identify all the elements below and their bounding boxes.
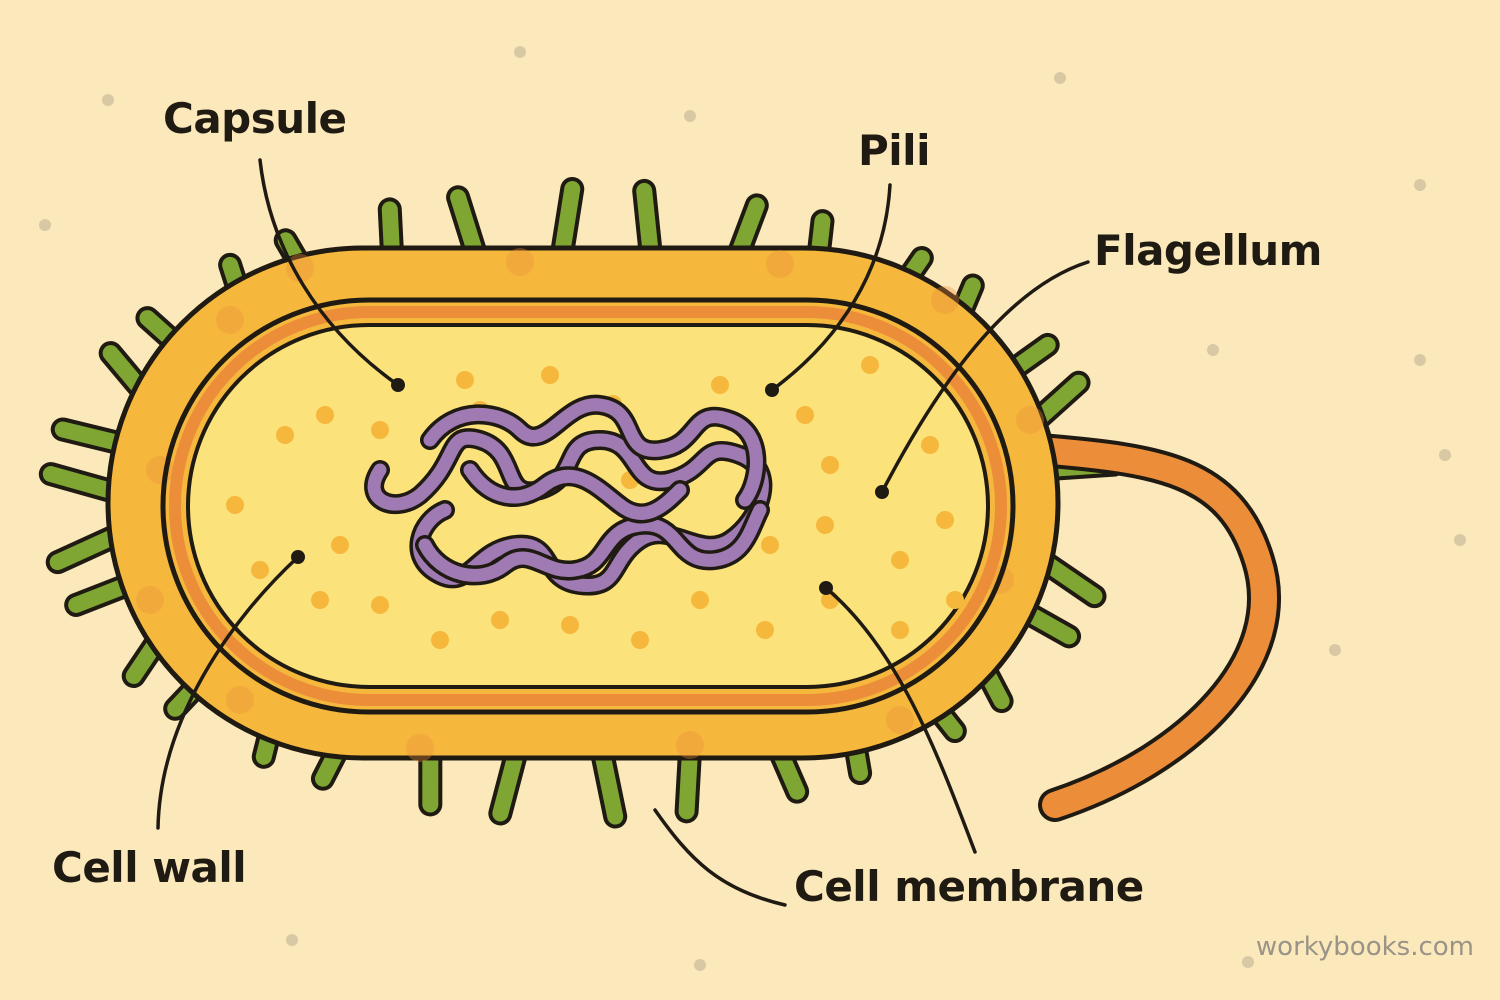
ribosome <box>761 536 779 554</box>
cell-wall <box>160 297 1016 715</box>
pili-leader <box>770 183 892 392</box>
ribosome <box>431 631 449 649</box>
background-dot <box>694 959 706 971</box>
ribosome <box>491 611 509 629</box>
ribosome <box>541 366 559 384</box>
ribosome <box>936 511 954 529</box>
ribosome <box>456 371 474 389</box>
capsule-spot <box>226 686 254 714</box>
ribosome <box>561 616 579 634</box>
ribosome <box>251 561 269 579</box>
cell-membrane-leader-2 <box>653 808 787 907</box>
capsule-spot <box>286 254 314 282</box>
capsule-texture <box>136 248 1044 762</box>
capsule-spot <box>406 734 434 762</box>
ribosome <box>891 621 909 639</box>
cytoplasm <box>186 323 990 689</box>
cell-wall-label: Cell wall <box>52 843 247 892</box>
dna-strand <box>463 463 687 520</box>
background-dot <box>1414 179 1426 191</box>
ribosome <box>821 456 839 474</box>
background-dot <box>1439 449 1451 461</box>
flagellum-leader <box>880 260 1090 494</box>
background-dot <box>1329 644 1341 656</box>
pili-leader-dot <box>765 383 779 397</box>
ribosome <box>371 421 389 439</box>
cell-membrane-leader-dot <box>819 581 833 595</box>
capsule-spot <box>506 248 534 276</box>
pili-label: Pili <box>858 126 930 175</box>
ribosome <box>331 536 349 554</box>
background-dot <box>1207 344 1219 356</box>
ribosome <box>861 356 879 374</box>
background-dot <box>1414 354 1426 366</box>
flagellum-fill <box>1027 437 1277 818</box>
ribosome <box>756 621 774 639</box>
background-dot <box>684 110 696 122</box>
background-dots <box>39 46 1466 971</box>
background-dot <box>39 219 51 231</box>
dna-nucleoid <box>364 394 773 596</box>
ribosome <box>891 551 909 569</box>
ribosome <box>921 436 939 454</box>
dna-strand <box>423 398 763 507</box>
cell-membrane <box>169 306 1007 706</box>
background-dot <box>514 46 526 58</box>
ribosome <box>711 376 729 394</box>
capsule-spot <box>766 250 794 278</box>
ribosome <box>796 406 814 424</box>
capsule-spot <box>676 731 704 759</box>
background-dot <box>1242 956 1254 968</box>
dna-strand <box>367 431 769 593</box>
ribosome <box>816 516 834 534</box>
capsule-spot <box>1016 406 1044 434</box>
watermark: workybooks.com <box>1255 932 1474 962</box>
ribosome <box>946 591 964 609</box>
dna-strand <box>418 503 767 582</box>
cell-membrane-leader <box>824 586 977 854</box>
leader-lines <box>156 158 1090 907</box>
capsule-spot <box>136 586 164 614</box>
ribosome <box>691 591 709 609</box>
background-dot <box>102 94 114 106</box>
background-dot <box>1054 72 1066 84</box>
background-dot <box>286 934 298 946</box>
cell-wall-leader <box>156 555 300 830</box>
ribosome <box>311 591 329 609</box>
capsule-spot <box>216 306 244 334</box>
flagellum-leader-dot <box>875 485 889 499</box>
cell-membrane-label: Cell membrane <box>794 862 1144 911</box>
ribosomes <box>226 356 964 649</box>
capsule-spot <box>886 706 914 734</box>
cell-wall-leader-dot <box>291 550 305 564</box>
capsule-leader <box>258 158 400 387</box>
background-dot <box>1454 534 1466 546</box>
ribosome <box>631 631 649 649</box>
ribosome <box>316 406 334 424</box>
ribosome <box>276 426 294 444</box>
flagellum-label: Flagellum <box>1094 226 1322 275</box>
capsule-label: Capsule <box>163 94 347 143</box>
ribosome <box>226 496 244 514</box>
ribosome <box>371 596 389 614</box>
capsule-leader-dot <box>391 378 405 392</box>
capsule-spot <box>931 286 959 314</box>
